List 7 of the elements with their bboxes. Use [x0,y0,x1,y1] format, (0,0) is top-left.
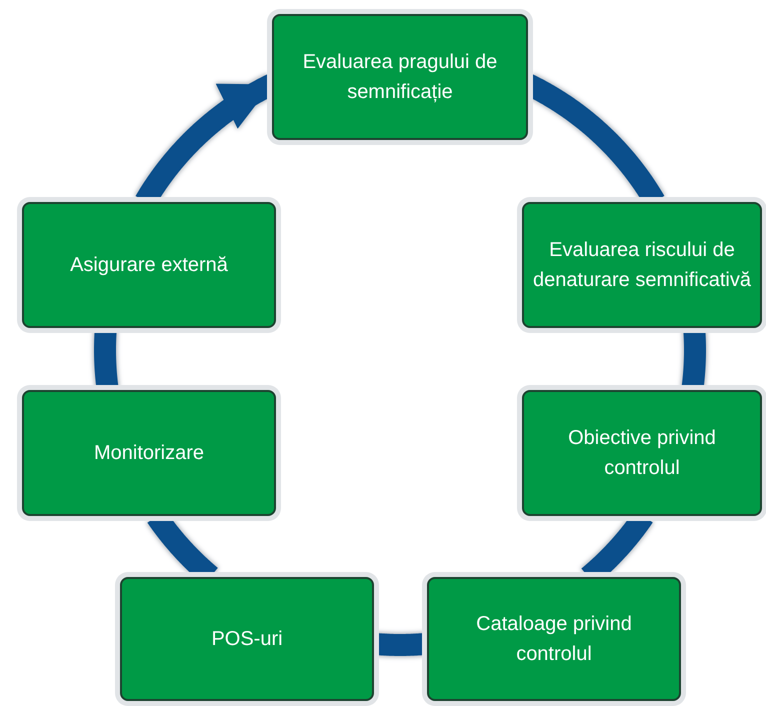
box-label: Evaluarea pragului de semnificație [302,50,498,105]
box-label: Cataloage privind controlul [475,612,633,667]
box-label: POS-uri [210,627,284,652]
box-label: Asigurare externă [69,253,229,278]
box-label: Monitorizare [92,441,206,466]
box-label: Obiective privind controlul [567,426,717,481]
box-label: Evaluarea riscului de denaturare semnificativă [532,238,752,293]
